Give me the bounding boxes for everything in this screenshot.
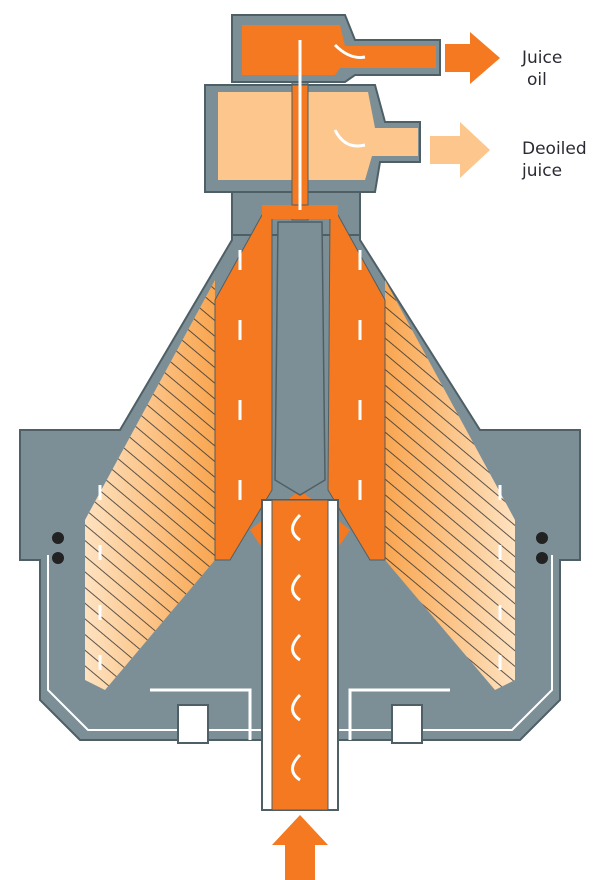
internal-flow-arrows [98,40,502,782]
central-column [274,221,326,496]
disc-stack-right [385,280,515,690]
deoiled-juice-arrow-icon [430,122,490,178]
disc-stack-left [85,280,215,690]
deoiled-juice-label: Deoiled juice [522,138,587,182]
bearing-springs [52,532,548,744]
deoiled-juice-label-line1: Deoiled [522,139,587,159]
deoiled-juice-outlet [204,84,421,206]
juice-oil-label: Juice oil [522,47,562,91]
feed-inlet-arrow-icon [272,815,328,880]
juice-oil-outlet [231,14,441,83]
juice-oil-label-line2: oil [527,70,547,90]
juice-oil-arrow-icon [445,32,500,84]
juice-oil-label-line1: Juice [522,48,563,68]
inlet-pipe [261,499,339,811]
deoiled-juice-label-line2: juice [522,161,563,181]
